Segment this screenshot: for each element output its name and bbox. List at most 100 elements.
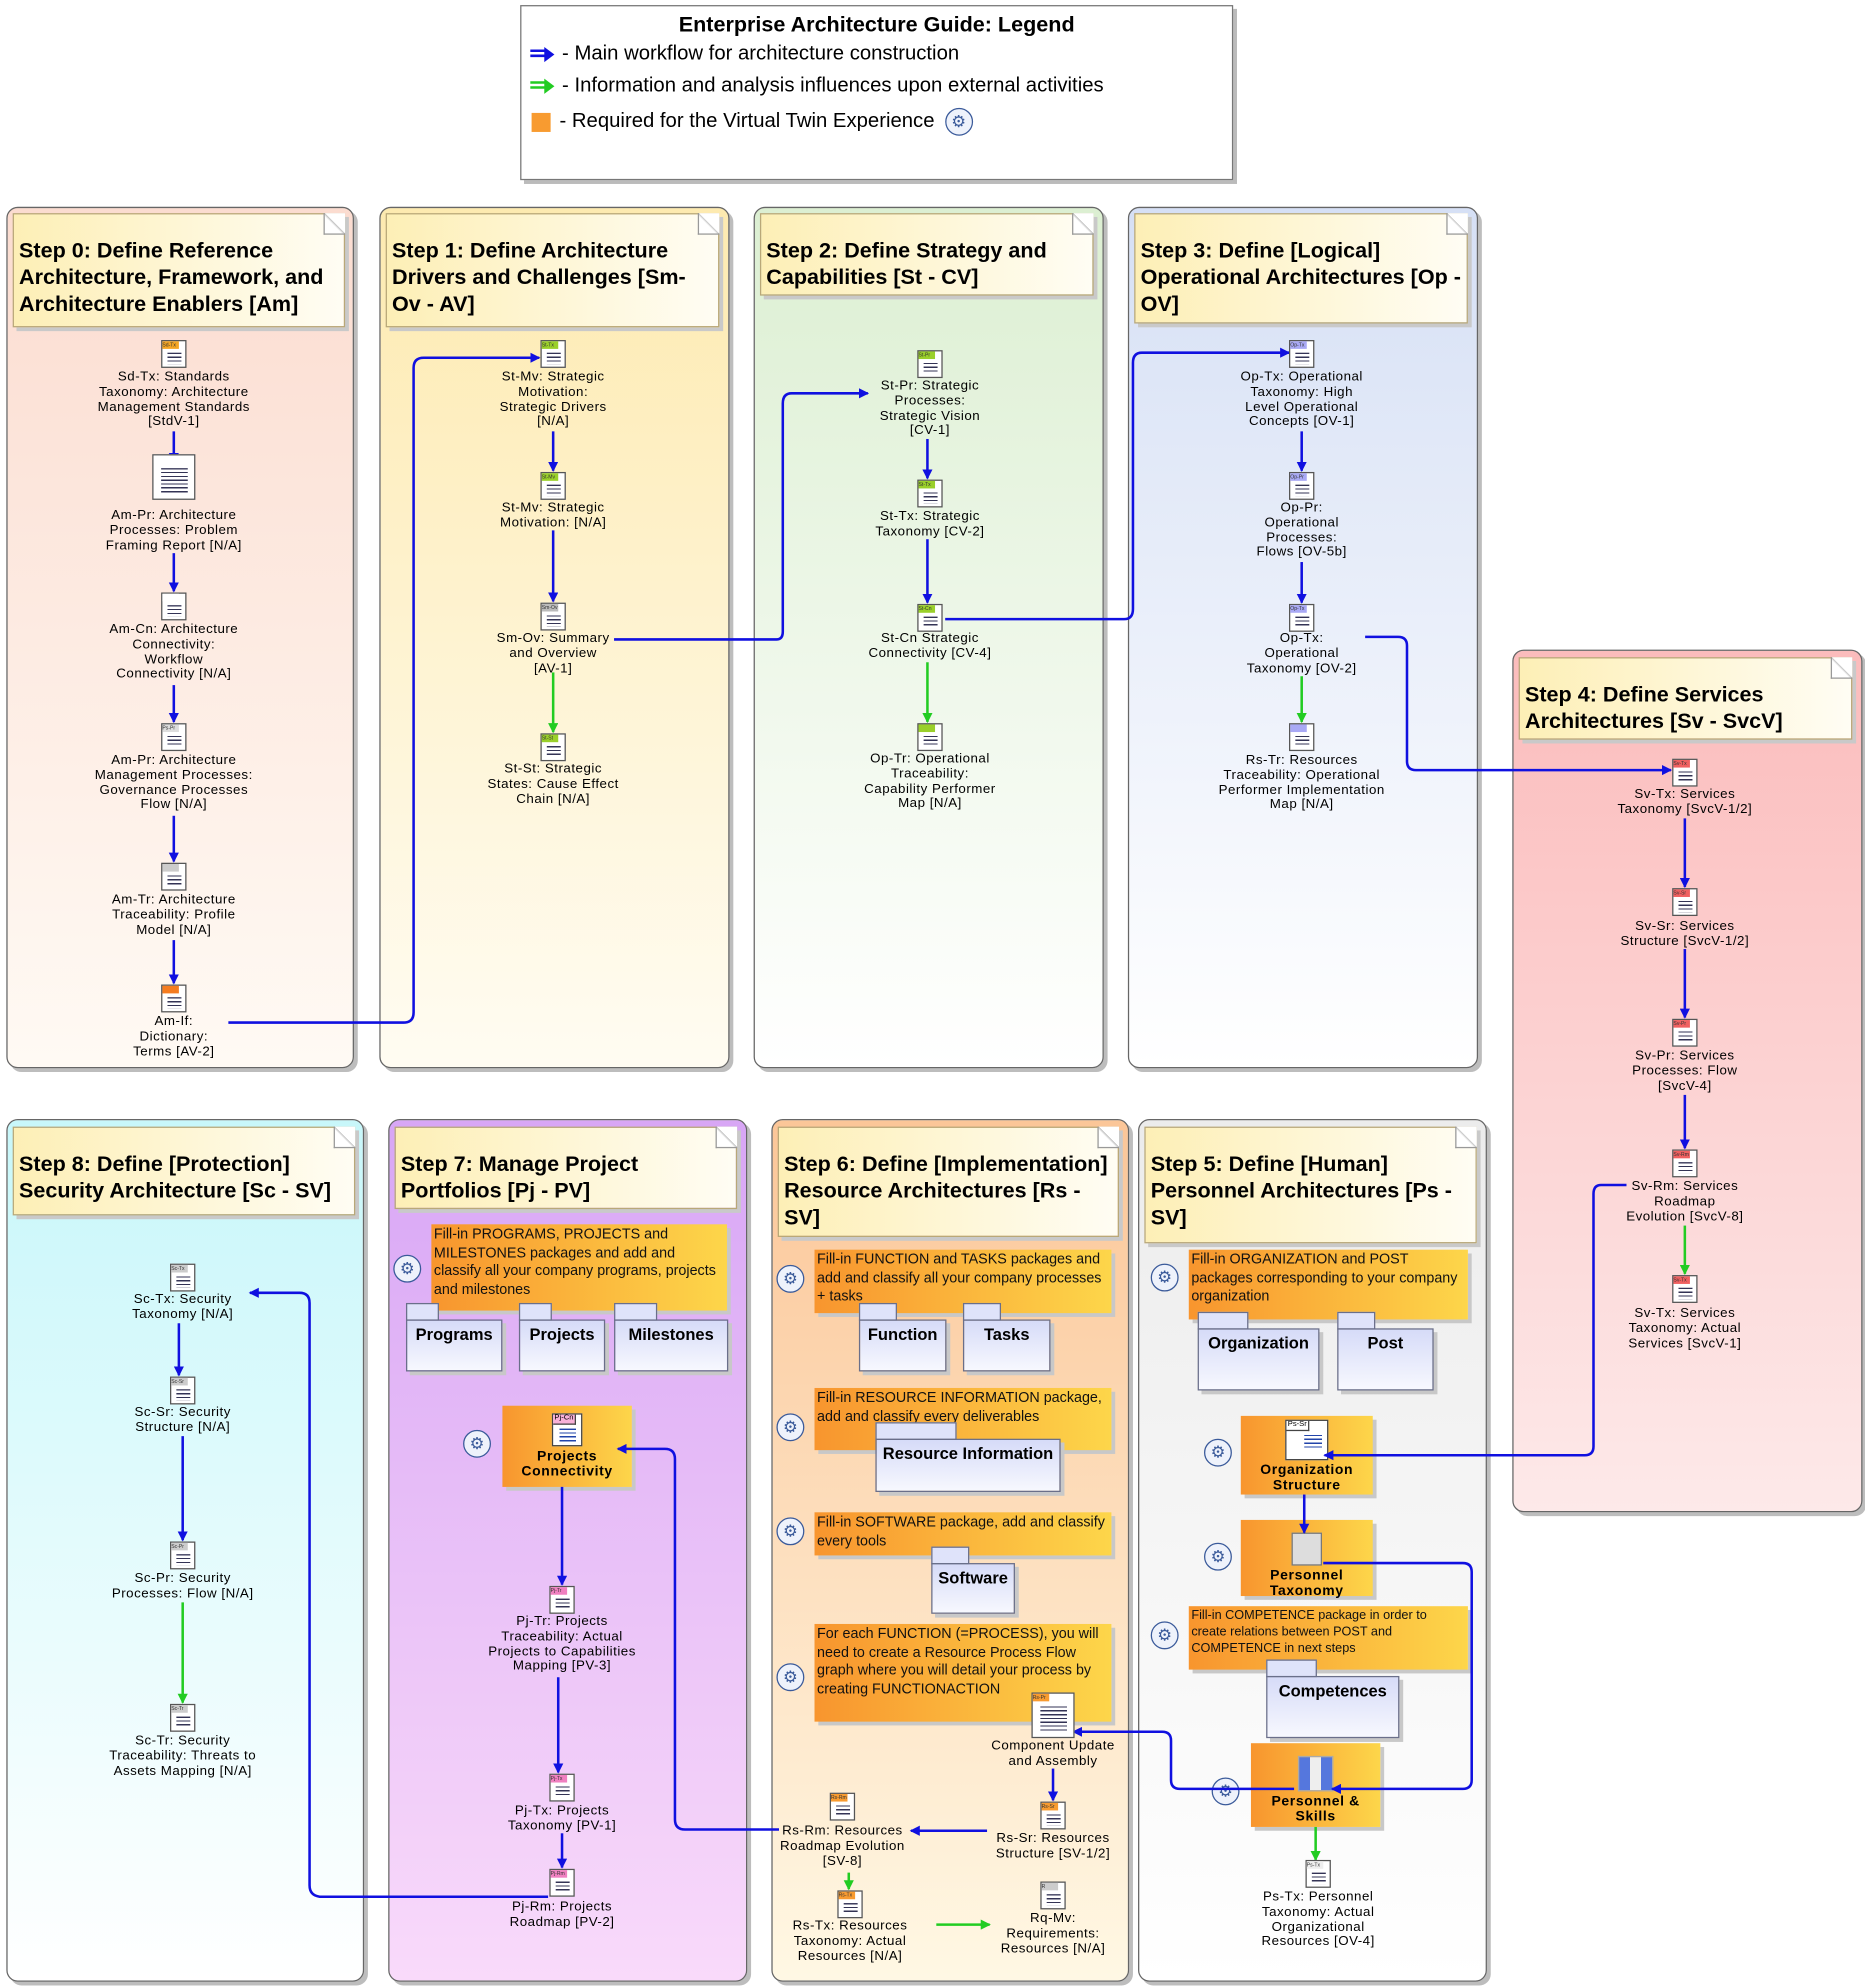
diagram-icon[interactable] [152,454,196,500]
node-label[interactable]: Am-If: Dictionary: Terms [AV-2] [133,1013,215,1059]
diagram-icon[interactable]: Sv-Pr [1672,1018,1698,1047]
diagram-icon[interactable]: Pj-Tx [549,1773,575,1802]
diagram-tag: Rs-Rm [831,1793,848,1802]
diagram-icon[interactable]: Sc-Sr [170,1376,196,1405]
gear-cycle-icon: ⚙ [944,107,973,136]
package-milestones[interactable]: Milestones [614,1302,729,1372]
node-label[interactable]: Sv-Tx: Services Taxonomy: Actual Service… [1628,1305,1742,1351]
node-label[interactable]: Sc-Sr: Security Structure [N/A] [134,1404,231,1435]
diagram-icon[interactable]: St-Mv [540,471,566,500]
diagram-icon[interactable]: Pj-Tr [549,1585,575,1614]
instruction-note: Fill-in ORGANIZATION and POST packages c… [1188,1249,1468,1320]
diagram-tag: Sv-Tx [1673,759,1690,768]
node-label[interactable]: Rq-Mv: Requirements: Resources [N/A] [1000,1910,1106,1956]
node-label[interactable]: Am-Pr: Architecture Processes: Problem F… [105,507,242,553]
diagram-icon[interactable]: St-St [540,733,566,762]
node-label[interactable]: Sv-Sr: Services Structure [SvcV-1/2] [1620,918,1750,949]
diagram-icon[interactable]: Sc-Tr [170,1703,196,1732]
diagram-icon[interactable]: Op-Tx [1289,603,1315,632]
diagram-icon[interactable] [161,984,187,1013]
diagram-icon[interactable]: Ps-Tx [1305,1859,1331,1888]
diagram-icon[interactable]: Sv-Tx [1672,1275,1698,1303]
diagram-tag: Sc-Sr [171,1377,188,1386]
node-label[interactable]: Op-Tx: Operational Taxonomy [OV-2] [1246,630,1357,676]
node-label[interactable]: Rs-Rm: Resources Roadmap Evolution [SV-8… [779,1823,905,1869]
node-label[interactable]: Sv-Pr: Services Processes: Flow [SvcV-4] [1632,1047,1738,1094]
node-label[interactable]: Op-Pr: Operational Processes: Flows [OV-… [1256,499,1347,560]
diagram-icon[interactable]: Rs-Rm [829,1792,856,1821]
node-label[interactable]: Sc-Tx: Security Taxonomy [N/A] [132,1291,234,1322]
package-function[interactable]: Function [858,1302,947,1372]
node-label: Organization Structure [1260,1462,1354,1494]
diagram-icon[interactable]: Pj-Rm [549,1868,575,1897]
personnel-skills-node[interactable]: Personnel & Skills [1250,1743,1381,1827]
diagram-icon[interactable]: Sv-Rm [1672,1149,1698,1178]
package-projects[interactable]: Projects [518,1302,606,1372]
node-label[interactable]: Sc-Pr: Security Processes: Flow [N/A] [111,1570,254,1601]
node-label[interactable]: Am-Pr: Architecture Management Processes… [94,752,253,813]
node-label[interactable]: Am-Cn: Architecture Connectivity: Workfl… [109,621,239,682]
node-label[interactable]: Sd-Tx: Standards Taxonomy: Architecture … [97,369,250,430]
node-label[interactable]: Pj-Rm: Projects Roadmap [PV-2] [509,1899,615,1930]
diagram-icon[interactable]: R [1040,1881,1066,1910]
diagram-icon[interactable]: Rs-Sr [1040,1801,1066,1830]
diagram-icon[interactable]: Sv-Sr [1672,888,1698,917]
node-label[interactable]: Component Update and Assembly [991,1738,1115,1769]
diagram-icon[interactable] [1289,723,1315,752]
node-label[interactable]: St-Pr: Strategic Processes: Strategic Vi… [879,378,981,439]
flow-arrow [1323,1561,1473,1794]
gear-cycle-icon: ⚙ [1150,1621,1179,1650]
diagram-icon[interactable]: Op-Tx [1289,340,1315,368]
diagram-icon[interactable]: Rs-Tx [837,1890,863,1919]
diagram-icon[interactable]: Ps-Pr [161,723,187,752]
diagram-icon[interactable]: St-Tx [540,340,566,368]
flow-arrow [248,1287,549,1898]
node-label[interactable]: Sc-Tr: Security Traceability: Threats to… [109,1733,257,1779]
diagram-icon[interactable] [917,723,943,752]
diagram-icon[interactable] [161,592,187,621]
node-label[interactable]: Rs-Sr: Resources Structure [SV-1/2] [995,1830,1111,1861]
node-label[interactable]: St-Mv: Strategic Motivation: Strategic D… [499,369,607,430]
node-label[interactable]: Pj-Tx: Projects Taxonomy [PV-1] [507,1802,617,1834]
node-label[interactable]: Op-Tx: Operational Taxonomy: High Level … [1240,369,1363,430]
diagram-icon[interactable]: St-Tx [917,479,943,508]
package-resource-information[interactable]: Resource Information [875,1422,1061,1493]
node-label[interactable]: Rs-Tx: Resources Taxonomy: Actual Resour… [792,1918,908,1964]
legend-item-required: - Required for the Virtual Twin Experien… [529,107,973,136]
node-label[interactable]: Rs-Tr: Resources Traceability: Operation… [1218,752,1385,813]
organization-structure-node[interactable]: Ps-Sr Organization Structure [1240,1415,1373,1495]
diagram-icon[interactable]: St-Pr [917,350,943,379]
node-label[interactable]: Ps-Tx: Personnel Taxonomy: Actual Organi… [1261,1889,1375,1950]
diagram-icon[interactable]: Sv-Tx [1672,758,1698,787]
diagram-icon[interactable]: St-Cn [917,603,943,632]
diagram-tag: Ps-Pr [162,724,179,733]
node-label[interactable]: St-Tx: Strategic Taxonomy [CV-2] [875,508,985,539]
package-software[interactable]: Software [931,1546,1015,1614]
diagram-icon[interactable] [161,862,187,891]
diagram-icon[interactable]: Sd-Tx [161,340,187,368]
package-competences[interactable]: Competences [1266,1659,1400,1739]
node-label[interactable]: Sv-Rm: Services Roadmap Evolution [SvcV-… [1626,1178,1744,1224]
projects-connectivity-node[interactable]: Pj-Cn Projects Connectivity [502,1405,632,1487]
diagram-icon[interactable]: Sc-Tx [170,1263,196,1292]
package-tasks[interactable]: Tasks [962,1302,1051,1372]
node-label[interactable]: St-Cn Strategic Connectivity [CV-4] [868,630,992,661]
node-label[interactable]: Sm-Ov: Summary and Overview [AV-1] [496,630,610,676]
diagram-icon[interactable]: Sc-Pr [170,1541,196,1570]
node-label[interactable]: Am-Tr: Architecture Traceability: Profil… [111,891,236,938]
diagram-icon[interactable]: Op-Pr [1289,471,1315,500]
diagram-icon[interactable]: Rs-Pr [1031,1692,1075,1739]
node-label[interactable]: St-Mv: Strategic Motivation: [N/A] [499,499,607,531]
node-label[interactable]: St-St: Strategic States: Cause Effect Ch… [487,761,619,807]
package-post[interactable]: Post [1337,1311,1434,1391]
flow-arrow [945,347,1291,621]
step-4-panel [1512,649,1863,1513]
node-label[interactable]: Sv-Tx: Services Taxonomy [SvcV-1/2] [1617,786,1753,817]
package-organization[interactable]: Organization [1197,1311,1320,1391]
package-programs[interactable]: Programs [405,1302,503,1372]
legend-title: Enterprise Architecture Guide: Legend [678,12,1075,37]
diagram-tag [162,863,179,872]
node-label[interactable]: Op-Tr: Operational Traceability: Capabil… [864,751,996,812]
node-label[interactable]: Pj-Tr: Projects Traceability: Actual Pro… [488,1613,636,1674]
diagram-icon[interactable]: Sm-Ov [540,602,566,631]
